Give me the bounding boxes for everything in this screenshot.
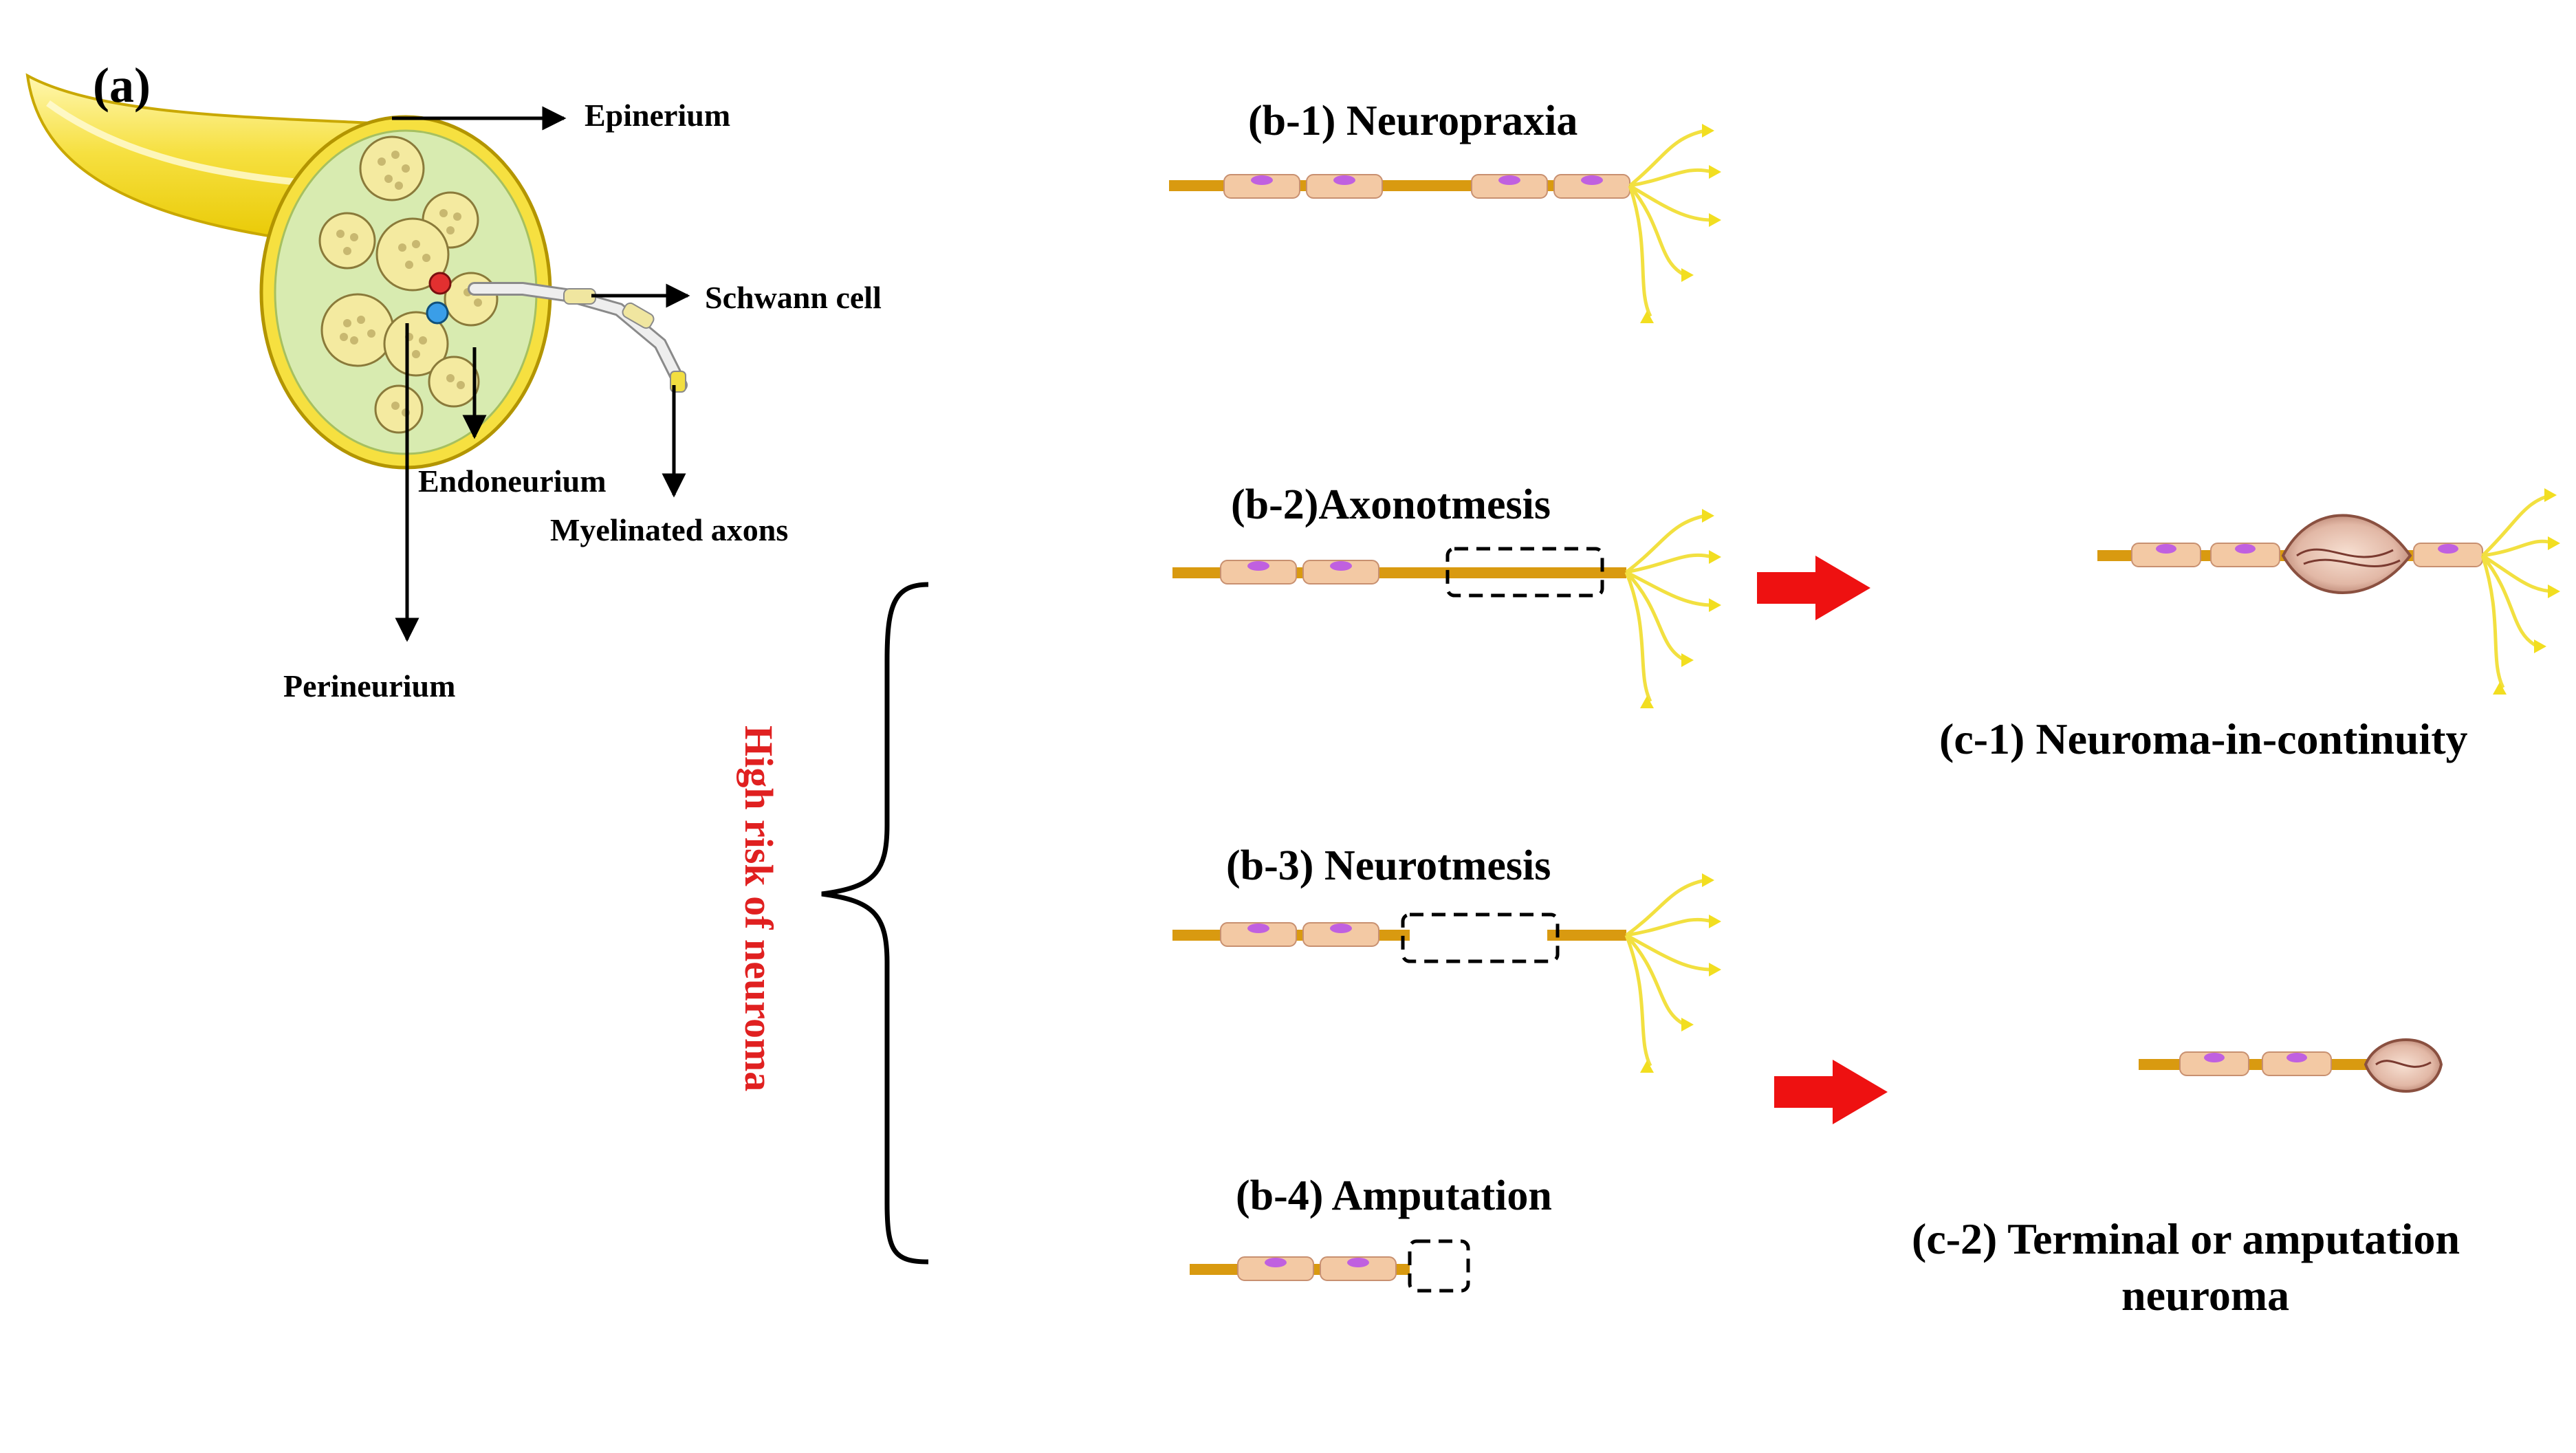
- grouping-bracket: [821, 582, 929, 1265]
- injury-box-b3: [1401, 913, 1560, 963]
- high-risk-label: High risk of neuroma: [736, 725, 781, 1092]
- c2-label-line1: (c-2) Terminal or amputation: [1912, 1214, 2460, 1263]
- nerve-cross-section: [25, 73, 690, 642]
- terminal-neuroma-bulb: [2364, 1038, 2443, 1093]
- injury-box-b2: [1445, 547, 1604, 598]
- panel-a-label: (a): [93, 58, 151, 113]
- fascicles: [318, 135, 499, 434]
- neuron-b2: [1110, 509, 1721, 708]
- b2-label: (b-2)Axonotmesis: [1231, 481, 1551, 528]
- myelinated-axons-label: Myelinated axons: [550, 512, 789, 547]
- perineurium-label: Perineurium: [283, 668, 456, 703]
- progression-arrows: [1757, 556, 1888, 1124]
- b4-label: (b-4) Amputation: [1236, 1172, 1552, 1219]
- b3-label: (b-3) Neurotmesis: [1226, 842, 1551, 889]
- neuron-c2: [2076, 1038, 2443, 1093]
- c2-label-line2: neuroma: [2121, 1271, 2290, 1320]
- neuroma-bulge: [2281, 514, 2412, 594]
- schwann-cell-label: Schwann cell: [705, 280, 882, 315]
- neuron-b4: [1127, 1239, 1470, 1293]
- annotation-arrows: [392, 106, 690, 642]
- neuron-c1: [2035, 488, 2560, 695]
- epinerium-label: Epinerium: [585, 98, 731, 133]
- endoneurium-label: Endoneurium: [418, 463, 607, 499]
- neuron-b1: [1106, 124, 1721, 323]
- c1-label: (c-1) Neuroma-in-continuity: [1939, 714, 2468, 763]
- neuron-b3: [1110, 873, 1721, 1073]
- b1-label: (b-1) Neuropraxia: [1248, 98, 1578, 144]
- injury-box-b4: [1408, 1239, 1470, 1293]
